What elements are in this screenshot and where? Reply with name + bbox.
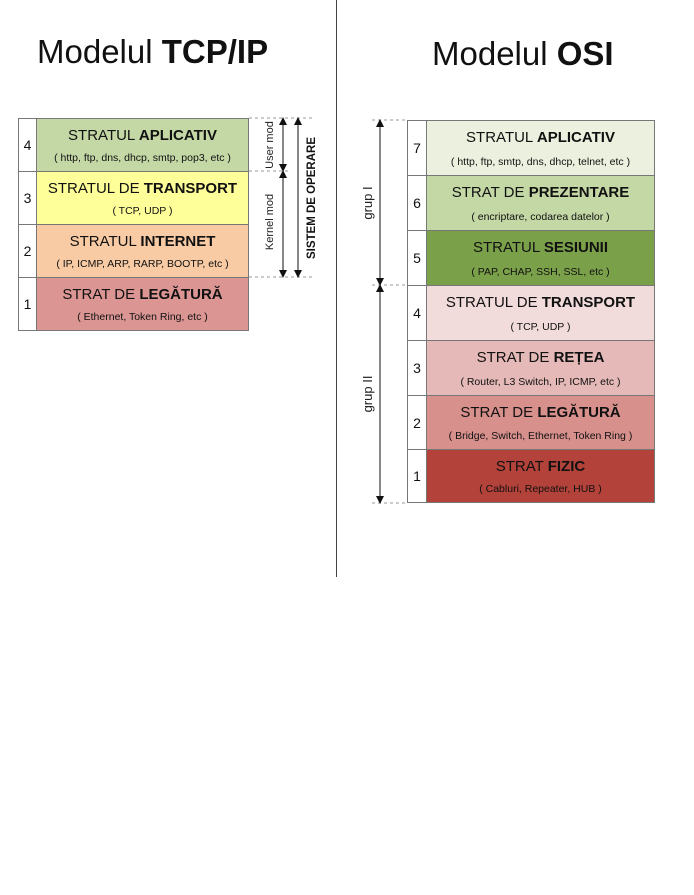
layer-number: 4 <box>19 119 37 171</box>
group1-label: grup I <box>360 186 375 219</box>
layer-cell: STRATUL APLICATIV ( http, ftp, smtp, dns… <box>427 121 654 175</box>
layer-name: STRAT DE PREZENTARE <box>451 184 630 201</box>
layer-number: 2 <box>19 225 37 277</box>
layer-name: STRATUL DE TRANSPORT <box>445 294 636 311</box>
layer-name: STRATUL INTERNET <box>69 233 216 250</box>
layer-protocols: ( Bridge, Switch, Ethernet, Token Ring ) <box>448 430 633 442</box>
layer-name: STRAT DE LEGĂTURĂ <box>460 404 621 421</box>
tcpip-layer-internet: 2 STRATUL INTERNET ( IP, ICMP, ARP, RARP… <box>18 224 249 278</box>
layer-number: 3 <box>19 172 37 224</box>
layer-name: STRAT FIZIC <box>495 458 586 475</box>
osi-layer-application: 7 STRATUL APLICATIV ( http, ftp, smtp, d… <box>407 120 655 176</box>
layer-protocols: ( http, ftp, smtp, dns, dhcp, telnet, et… <box>450 156 631 168</box>
tcpip-title: Modelul TCP/IP <box>37 33 269 70</box>
layer-protocols: ( Ethernet, Token Ring, etc ) <box>77 311 208 323</box>
tcpip-layer-link: 1 STRAT DE LEGĂTURĂ ( Ethernet, Token Ri… <box>18 277 249 331</box>
layer-cell: STRATUL INTERNET ( IP, ICMP, ARP, RARP, … <box>37 225 248 277</box>
layer-name: STRAT DE REȚEA <box>476 349 605 366</box>
layer-number: 7 <box>408 121 427 175</box>
layer-cell: STRATUL APLICATIV ( http, ftp, dns, dhcp… <box>37 119 248 171</box>
layer-number: 6 <box>408 176 427 230</box>
layer-cell: STRATUL DE TRANSPORT ( TCP, UDP ) <box>37 172 248 224</box>
center-divider <box>336 0 337 577</box>
layer-cell: STRAT DE LEGĂTURĂ ( Bridge, Switch, Ethe… <box>427 396 654 449</box>
tcpip-layer-transport: 3 STRATUL DE TRANSPORT ( TCP, UDP ) <box>18 171 249 225</box>
layer-cell: STRATUL DE TRANSPORT ( TCP, UDP ) <box>427 286 654 340</box>
layer-protocols: ( TCP, UDP ) <box>112 205 173 217</box>
layer-name: STRATUL SESIUNII <box>472 239 609 256</box>
group2-label: grup II <box>360 376 375 413</box>
layer-cell: STRAT DE REȚEA ( Router, L3 Switch, IP, … <box>427 341 654 395</box>
osi-layer-session: 5 STRATUL SESIUNII ( PAP, CHAP, SSH, SSL… <box>407 230 655 286</box>
layer-name: STRAT DE LEGĂTURĂ <box>62 286 223 303</box>
osi-layer-presentation: 6 STRAT DE PREZENTARE ( encriptare, coda… <box>407 175 655 231</box>
layer-number: 4 <box>408 286 427 340</box>
layer-name: STRATUL APLICATIV <box>466 129 615 146</box>
layer-number: 3 <box>408 341 427 395</box>
layer-cell: STRAT DE PREZENTARE ( encriptare, codare… <box>427 176 654 230</box>
layer-protocols: ( PAP, CHAP, SSH, SSL, etc ) <box>471 266 610 278</box>
layer-protocols: ( encriptare, codarea datelor ) <box>471 211 610 223</box>
osi-title: Modelul OSI <box>432 35 614 72</box>
osi-layer-physical: 1 STRAT FIZIC ( Cabluri, Repeater, HUB ) <box>407 449 655 503</box>
layer-protocols: ( Cabluri, Repeater, HUB ) <box>479 483 602 495</box>
layer-number: 2 <box>408 396 427 449</box>
layer-number: 1 <box>408 450 427 502</box>
layer-cell: STRAT DE LEGĂTURĂ ( Ethernet, Token Ring… <box>37 278 248 330</box>
layer-cell: STRAT FIZIC ( Cabluri, Repeater, HUB ) <box>427 450 654 502</box>
layer-cell: STRATUL SESIUNII ( PAP, CHAP, SSH, SSL, … <box>427 231 654 285</box>
layer-protocols: ( TCP, UDP ) <box>510 321 571 333</box>
layer-protocols: ( IP, ICMP, ARP, RARP, BOOTP, etc ) <box>56 258 229 270</box>
layer-protocols: ( http, ftp, dns, dhcp, smtp, pop3, etc … <box>54 152 231 164</box>
tcpip-layer-application: 4 STRATUL APLICATIV ( http, ftp, dns, dh… <box>18 118 249 172</box>
osi-layer-network: 3 STRAT DE REȚEA ( Router, L3 Switch, IP… <box>407 340 655 396</box>
user-mode-label: User mod <box>264 121 276 169</box>
layer-number: 1 <box>19 278 37 330</box>
kernel-mode-label: Kernel mod <box>264 194 276 250</box>
layer-protocols: ( Router, L3 Switch, IP, ICMP, etc ) <box>460 376 621 388</box>
os-label: SISTEM DE OPERARE <box>306 137 318 259</box>
layer-number: 5 <box>408 231 427 285</box>
osi-layer-transport: 4 STRATUL DE TRANSPORT ( TCP, UDP ) <box>407 285 655 341</box>
layer-name: STRATUL DE TRANSPORT <box>47 180 238 197</box>
layer-name: STRATUL APLICATIV <box>68 127 217 144</box>
